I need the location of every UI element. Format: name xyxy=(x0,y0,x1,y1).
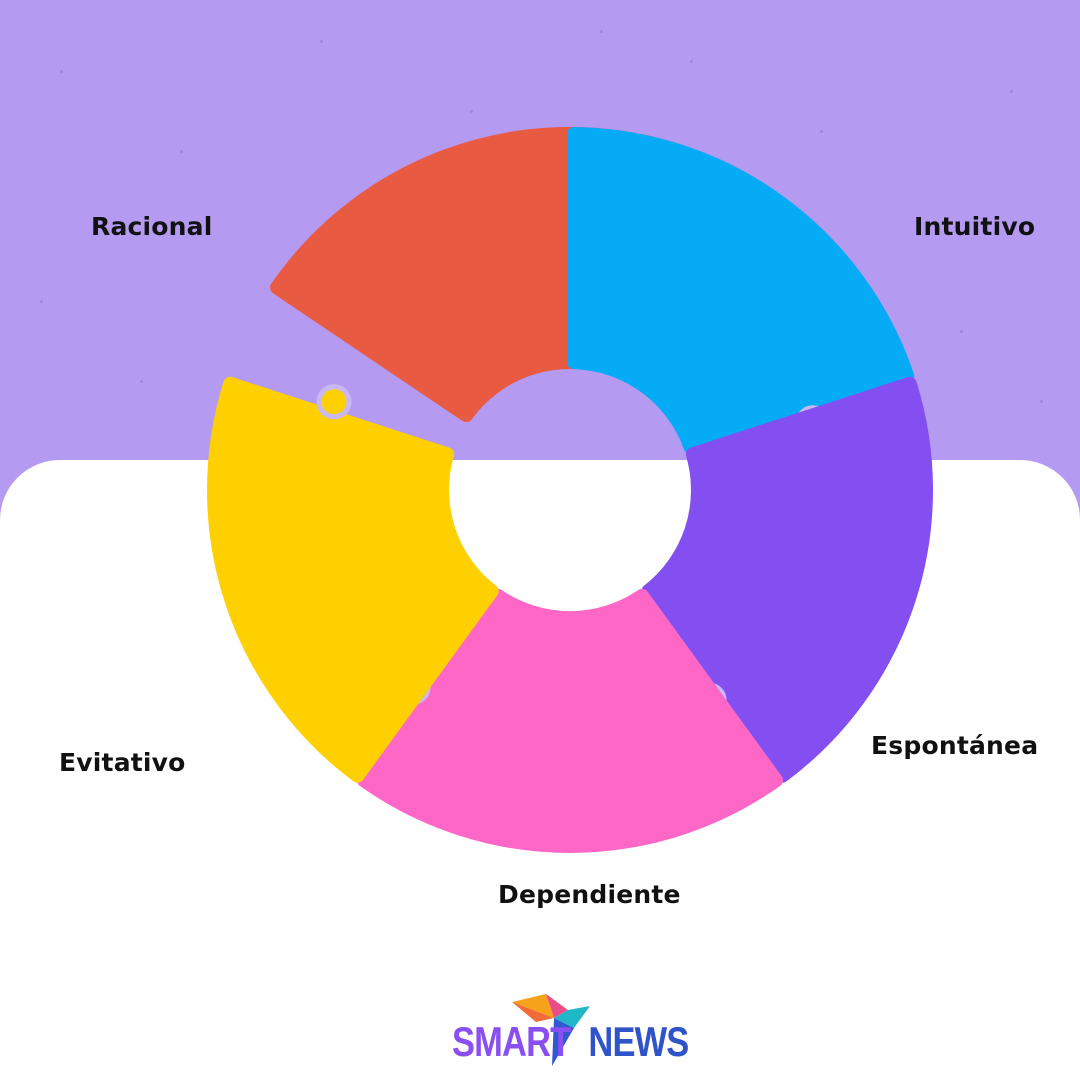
texture-speck xyxy=(180,150,183,153)
smart-news-logo: SMART NEWS xyxy=(450,992,689,1072)
brand-name-smart: SMART xyxy=(452,1018,571,1065)
texture-speck xyxy=(960,330,963,333)
label-dependiente: Dependiente xyxy=(498,880,681,909)
texture-speck xyxy=(470,110,473,113)
texture-speck xyxy=(40,300,43,303)
texture-speck xyxy=(690,60,693,63)
texture-speck xyxy=(820,130,823,133)
segment-evitativo xyxy=(207,376,499,783)
texture-speck xyxy=(60,70,63,73)
texture-speck xyxy=(320,40,323,43)
label-intuitivo: Intuitivo xyxy=(914,212,1036,241)
label-espontanea: Espontánea xyxy=(871,731,1039,760)
segment-espontanea xyxy=(641,376,933,783)
origami-bird-icon xyxy=(512,994,590,1066)
texture-speck xyxy=(1040,400,1043,403)
texture-speck xyxy=(140,380,143,383)
brand-name-news: NEWS xyxy=(588,1018,689,1065)
texture-speck xyxy=(600,30,603,33)
segment-intuitivo xyxy=(567,127,915,454)
label-evitativo: Evitativo xyxy=(59,748,186,777)
texture-speck xyxy=(1010,90,1013,93)
segment-dependiente xyxy=(357,588,783,853)
puzzle-tab-evitativo xyxy=(316,384,352,420)
label-racional: Racional xyxy=(91,212,213,241)
